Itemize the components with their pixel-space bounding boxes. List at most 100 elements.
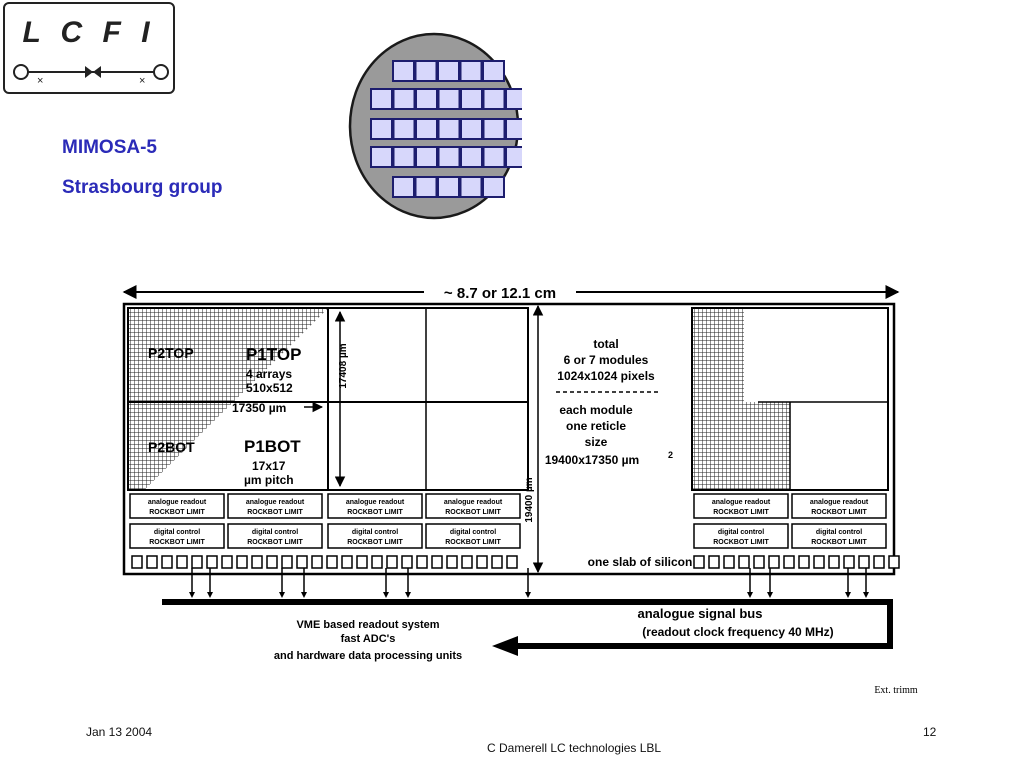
- digital-control-sublabel: ROCKBOT LIMIT: [713, 539, 769, 546]
- analogue-readout-cell: [327, 493, 423, 519]
- digital-control-sublabel: ROCKBOT LIMIT: [247, 539, 303, 546]
- bond-pad: [491, 555, 503, 569]
- bond-pad: [236, 555, 248, 569]
- footer-page-number: 12: [923, 725, 937, 739]
- p1bot-label: P1BOT: [244, 437, 301, 456]
- digital-control-sublabel: ROCKBOT LIMIT: [811, 539, 867, 546]
- footer-author: C Damerell LC technologies LBL: [487, 741, 662, 755]
- info-module-1: each module: [559, 403, 633, 417]
- wafer-chip: [392, 60, 415, 82]
- bus-tap-arrow: [279, 592, 285, 598]
- bus-tap-arrow: [405, 592, 411, 598]
- info-module-4: 19400x17350 µm: [545, 453, 639, 467]
- bond-pad: [461, 555, 473, 569]
- wafer-chip: [437, 60, 460, 82]
- bond-pad: [873, 555, 885, 569]
- bond-pad: [446, 555, 458, 569]
- slide-subtitle: Strasbourg group: [62, 177, 223, 198]
- wafer-chip: [370, 88, 393, 110]
- bus-arrowhead: [492, 636, 518, 656]
- vme-line-3: and hardware data processing units: [274, 650, 462, 662]
- bond-pad: [191, 555, 203, 569]
- wafer-chip: [392, 88, 416, 110]
- p2bot-label: P2BOT: [148, 439, 195, 455]
- p1top-label: P1TOP: [246, 345, 301, 364]
- wafer-chip: [415, 88, 438, 110]
- p1top-line-3: 17350 µm: [232, 401, 286, 415]
- vme-line-2: fast ADC's: [341, 633, 396, 645]
- wafer-chip: [482, 118, 506, 140]
- bond-pad: [798, 555, 810, 569]
- wafer-chip: [505, 118, 522, 140]
- analogue-readout-sublabel: ROCKBOT LIMIT: [713, 509, 769, 516]
- bond-pad: [251, 555, 263, 569]
- digital-control-cell: [327, 523, 423, 549]
- p1bot-line-2: µm pitch: [244, 473, 294, 487]
- digital-control-label: digital control: [816, 529, 862, 536]
- wafer-chip: [392, 118, 416, 140]
- wafer-chip: [437, 176, 460, 198]
- bond-pad: [401, 555, 413, 569]
- wafer-chip: [437, 146, 461, 168]
- bond-pad: [416, 555, 428, 569]
- wafer-chip: [460, 146, 483, 168]
- bond-pad: [176, 555, 188, 569]
- analogue-readout-cell: [693, 493, 789, 519]
- wafer-chip: [437, 118, 461, 140]
- bond-pad: [723, 555, 735, 569]
- bus-tap-arrow: [845, 592, 851, 598]
- wafer-chip: [414, 60, 438, 82]
- digital-control-label: digital control: [450, 529, 496, 536]
- analogue-readout-sublabel: ROCKBOT LIMIT: [149, 509, 205, 516]
- digital-control-label: digital control: [154, 529, 200, 536]
- analogue-readout-label: analogue readout: [712, 499, 771, 506]
- bond-pad: [221, 555, 233, 569]
- vme-line-1: VME based readout system: [296, 619, 439, 631]
- bond-pad: [693, 555, 705, 569]
- digital-control-label: digital control: [718, 529, 764, 536]
- bond-pad: [506, 555, 518, 569]
- bond-pad: [161, 555, 173, 569]
- wafer-chip: [459, 176, 483, 198]
- info-total-2: 6 or 7 modules: [564, 353, 649, 367]
- digital-control-label: digital control: [252, 529, 298, 536]
- wafer-chip: [370, 118, 393, 140]
- analogue-signal-bus: [162, 599, 893, 649]
- footer-date: Jan 13 2004: [86, 725, 153, 739]
- bond-pad: [146, 555, 158, 569]
- p1top-line-2: 510x512: [246, 381, 293, 395]
- bus-taps: [189, 568, 869, 598]
- wafer-chip-grid: [370, 60, 522, 198]
- digital-control-label: digital control: [352, 529, 398, 536]
- bus-tap-arrow: [207, 592, 213, 598]
- wafer-chip: [370, 146, 393, 168]
- digital-control-sublabel: ROCKBOT LIMIT: [149, 539, 205, 546]
- bond-pad: [813, 555, 825, 569]
- bond-pad: [371, 555, 383, 569]
- digital-control-cell: [227, 523, 323, 549]
- svg-text:×: ×: [37, 75, 43, 87]
- bond-pad: [753, 555, 765, 569]
- digital-control-sublabel: ROCKBOT LIMIT: [445, 539, 501, 546]
- bus-title: analogue signal bus: [638, 606, 763, 621]
- bond-pad: [476, 555, 488, 569]
- bond-pad: [888, 555, 900, 569]
- bus-tap-arrow: [383, 592, 389, 598]
- bond-pad: [296, 555, 308, 569]
- p1bot-line-1: 17x17: [252, 459, 286, 473]
- wafer-chip: [437, 88, 461, 110]
- slide-title: MIMOSA-5: [62, 137, 157, 158]
- analogue-readout-label: analogue readout: [346, 499, 405, 506]
- bus-tap-arrow: [525, 592, 531, 598]
- image-credit: Ext. trimm: [874, 685, 918, 696]
- analogue-readout-sublabel: ROCKBOT LIMIT: [811, 509, 867, 516]
- bus-tap-arrow: [863, 592, 869, 598]
- bus-tap-arrow: [301, 592, 307, 598]
- wafer-chip: [459, 60, 483, 82]
- wafer-chip: [482, 146, 506, 168]
- wafer-chip: [505, 146, 522, 168]
- bond-pad: [431, 555, 443, 569]
- width-label: ~ 8.7 or 12.1 cm: [444, 285, 556, 302]
- analogue-readout-label: analogue readout: [810, 499, 869, 506]
